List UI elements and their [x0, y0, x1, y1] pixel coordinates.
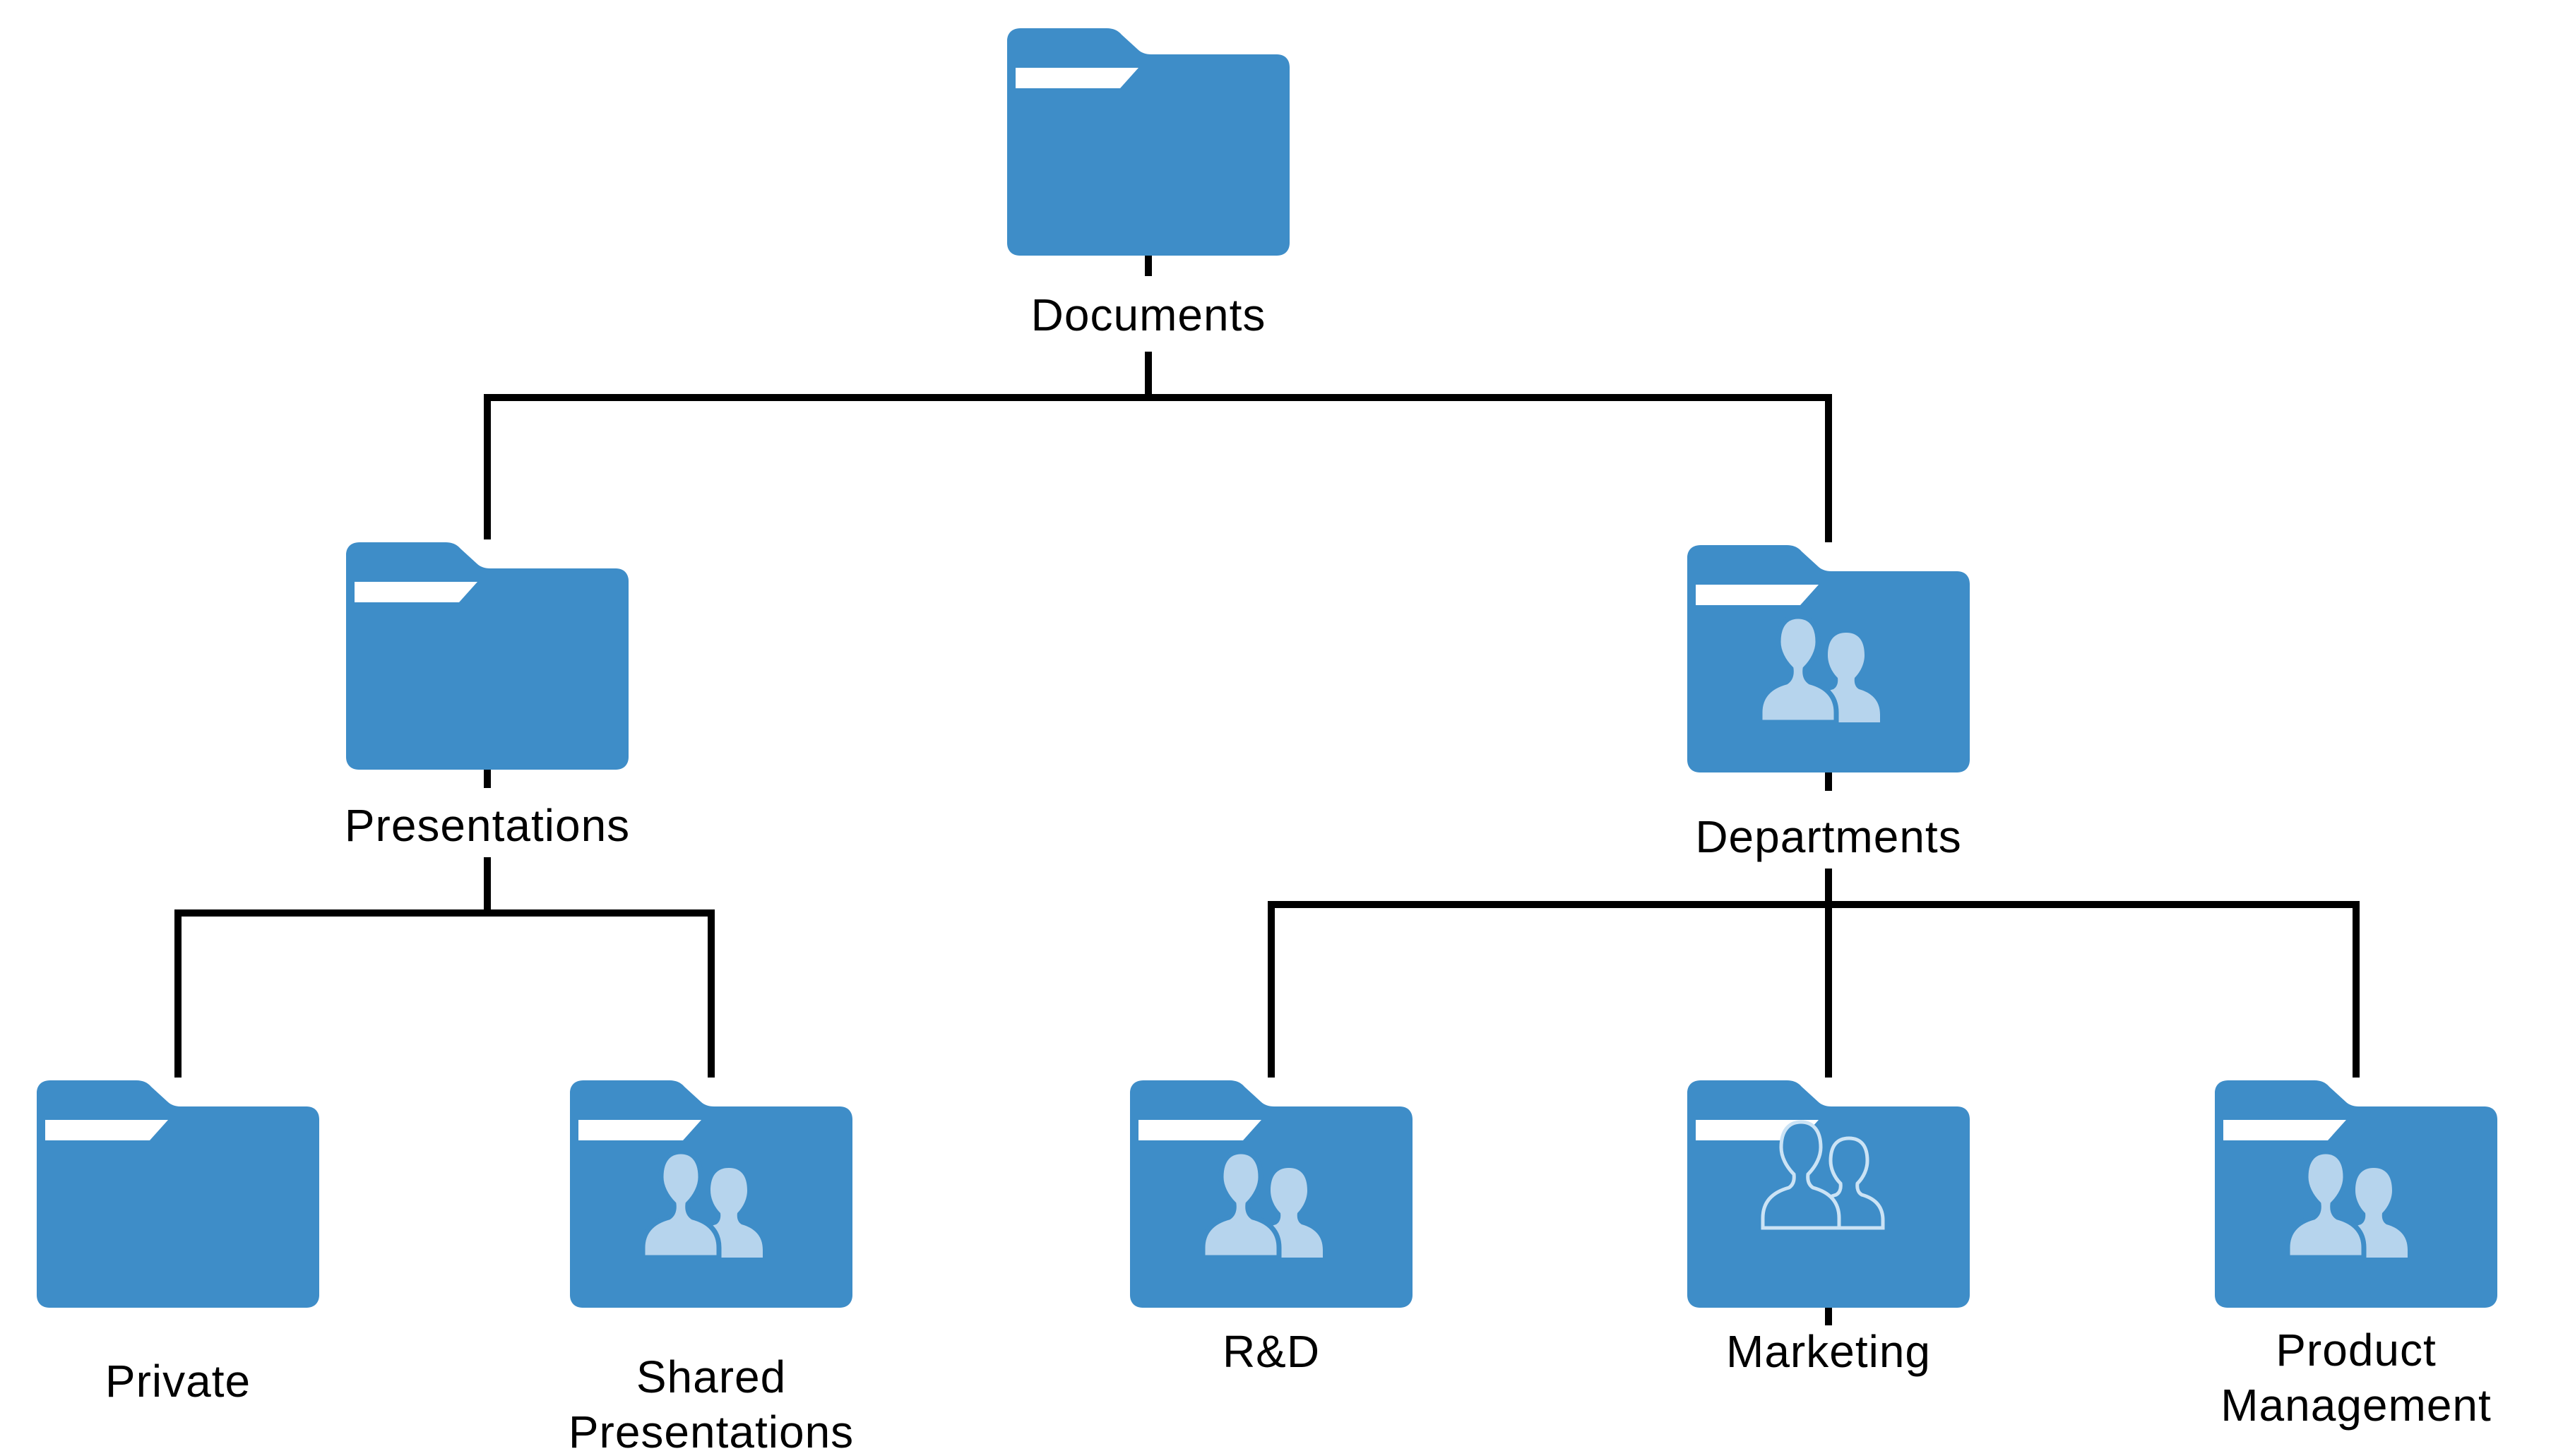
- connector-presentations-drop-right: [708, 909, 715, 1078]
- connector-departments-drop-middle: [1825, 901, 1832, 1078]
- folder-label-presentations: Presentations: [344, 800, 631, 851]
- folder-label-shared-presentations: Shared Presentations: [568, 1351, 855, 1456]
- folder-label-documents: Documents: [1030, 290, 1266, 340]
- connector-presentations-drop-left: [174, 909, 182, 1078]
- connector-departments-drop-left: [1268, 901, 1275, 1078]
- connector-documents-horizontal-bar: [484, 394, 1832, 401]
- connector-presentations-horizontal-bar: [174, 909, 715, 917]
- shared-folder-icon-rd: [1122, 1076, 1421, 1311]
- folder-label-rd: R&D: [1222, 1326, 1321, 1377]
- folder-label-marketing: Marketing: [1726, 1326, 1931, 1377]
- shared-folder-outline-icon-marketing: [1679, 1076, 1978, 1311]
- connector-departments-drop-right: [2353, 901, 2360, 1078]
- connector-presentations-stem-below-label: [484, 857, 491, 917]
- folder-label-departments: Departments: [1695, 811, 1962, 862]
- folder-icon-documents: [999, 24, 1298, 258]
- folder-label-private: Private: [105, 1356, 251, 1407]
- connector-presentations-stub-below-folder: [484, 768, 491, 788]
- shared-folder-icon-departments: [1679, 541, 1978, 775]
- connector-documents-stem-below-label: [1145, 352, 1152, 401]
- connector-documents-stub-below-folder: [1145, 254, 1152, 276]
- connector-documents-drop-left: [484, 394, 491, 539]
- connector-departments-horizontal-bar: [1268, 901, 2360, 908]
- folder-label-product-management: Product Management: [2220, 1325, 2492, 1431]
- connector-documents-drop-right: [1825, 394, 1832, 542]
- connector-departments-stub-below-folder: [1825, 771, 1832, 791]
- shared-folder-icon-product-management: [2206, 1076, 2506, 1311]
- folder-icon-presentations: [338, 538, 637, 772]
- shared-folder-icon-shared-presentations: [561, 1076, 861, 1311]
- folder-icon-private: [28, 1076, 328, 1311]
- connector-departments-stub-below-marketing-folder: [1825, 1306, 1832, 1325]
- connector-departments-stem-below-label: [1825, 869, 1832, 908]
